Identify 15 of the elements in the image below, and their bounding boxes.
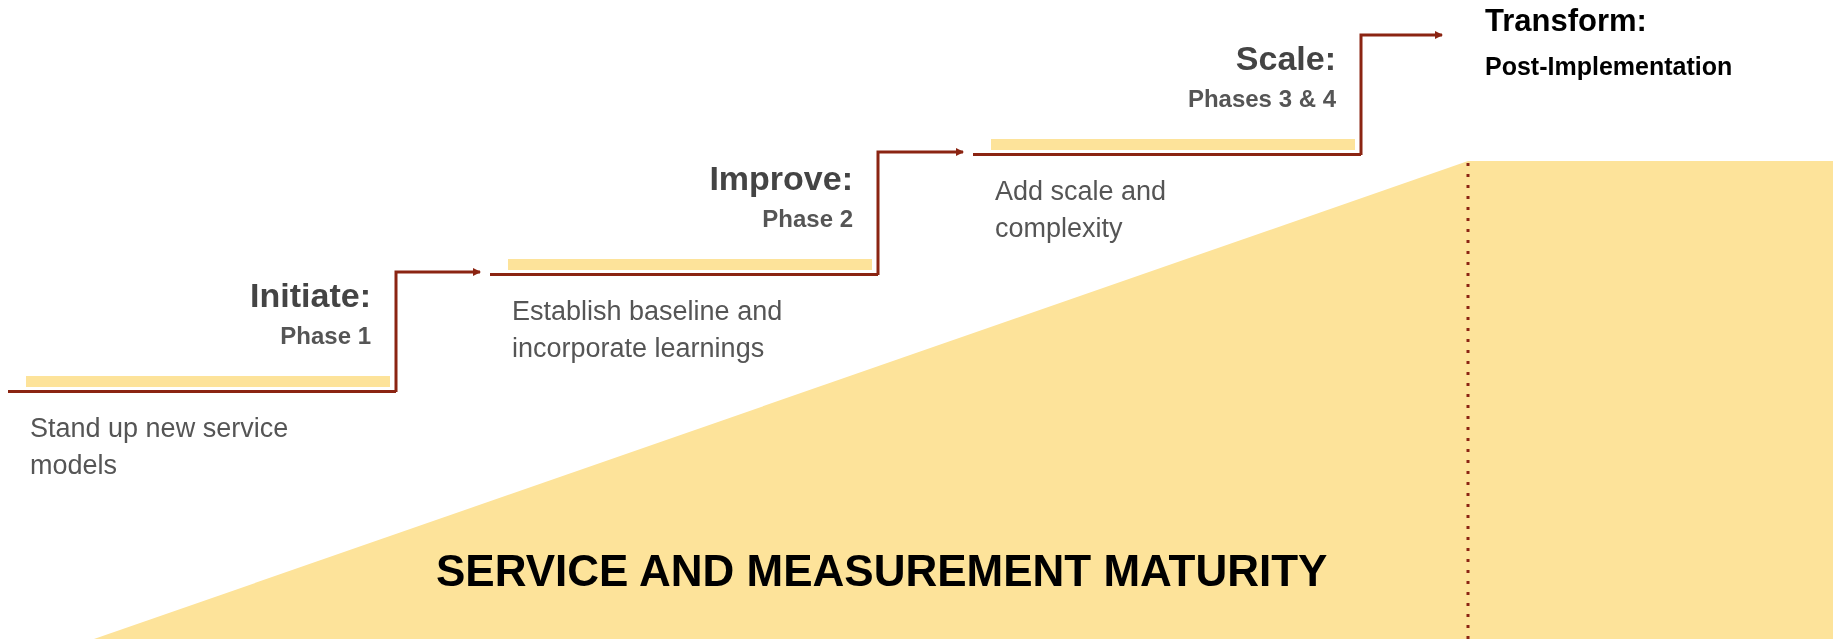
stage-heading: Transform: [1485, 2, 1647, 40]
stage-subheading: Post-Implementation [1485, 51, 1733, 82]
step-arrow [876, 148, 964, 275]
stage-subheading: Phase 1 [280, 321, 371, 351]
stage-heading: Improve: [709, 158, 853, 198]
step-arrow [1359, 31, 1443, 155]
stage-subheading: Phases 3 & 4 [1187, 84, 1336, 114]
stage-heading: Scale: [1235, 38, 1336, 78]
step-arrow [394, 268, 481, 392]
stage-description: Establish baseline and incorporate learnings [512, 295, 784, 365]
stage-description: Add scale and complexity [995, 175, 1168, 245]
stage-subheading: Phase 2 [762, 204, 853, 234]
stage-heading: Initiate: [250, 275, 371, 315]
ramp-title: SERVICE AND MEASUREMENT MATURITY [436, 545, 1328, 597]
stage-description: Stand up new service models [30, 412, 290, 482]
